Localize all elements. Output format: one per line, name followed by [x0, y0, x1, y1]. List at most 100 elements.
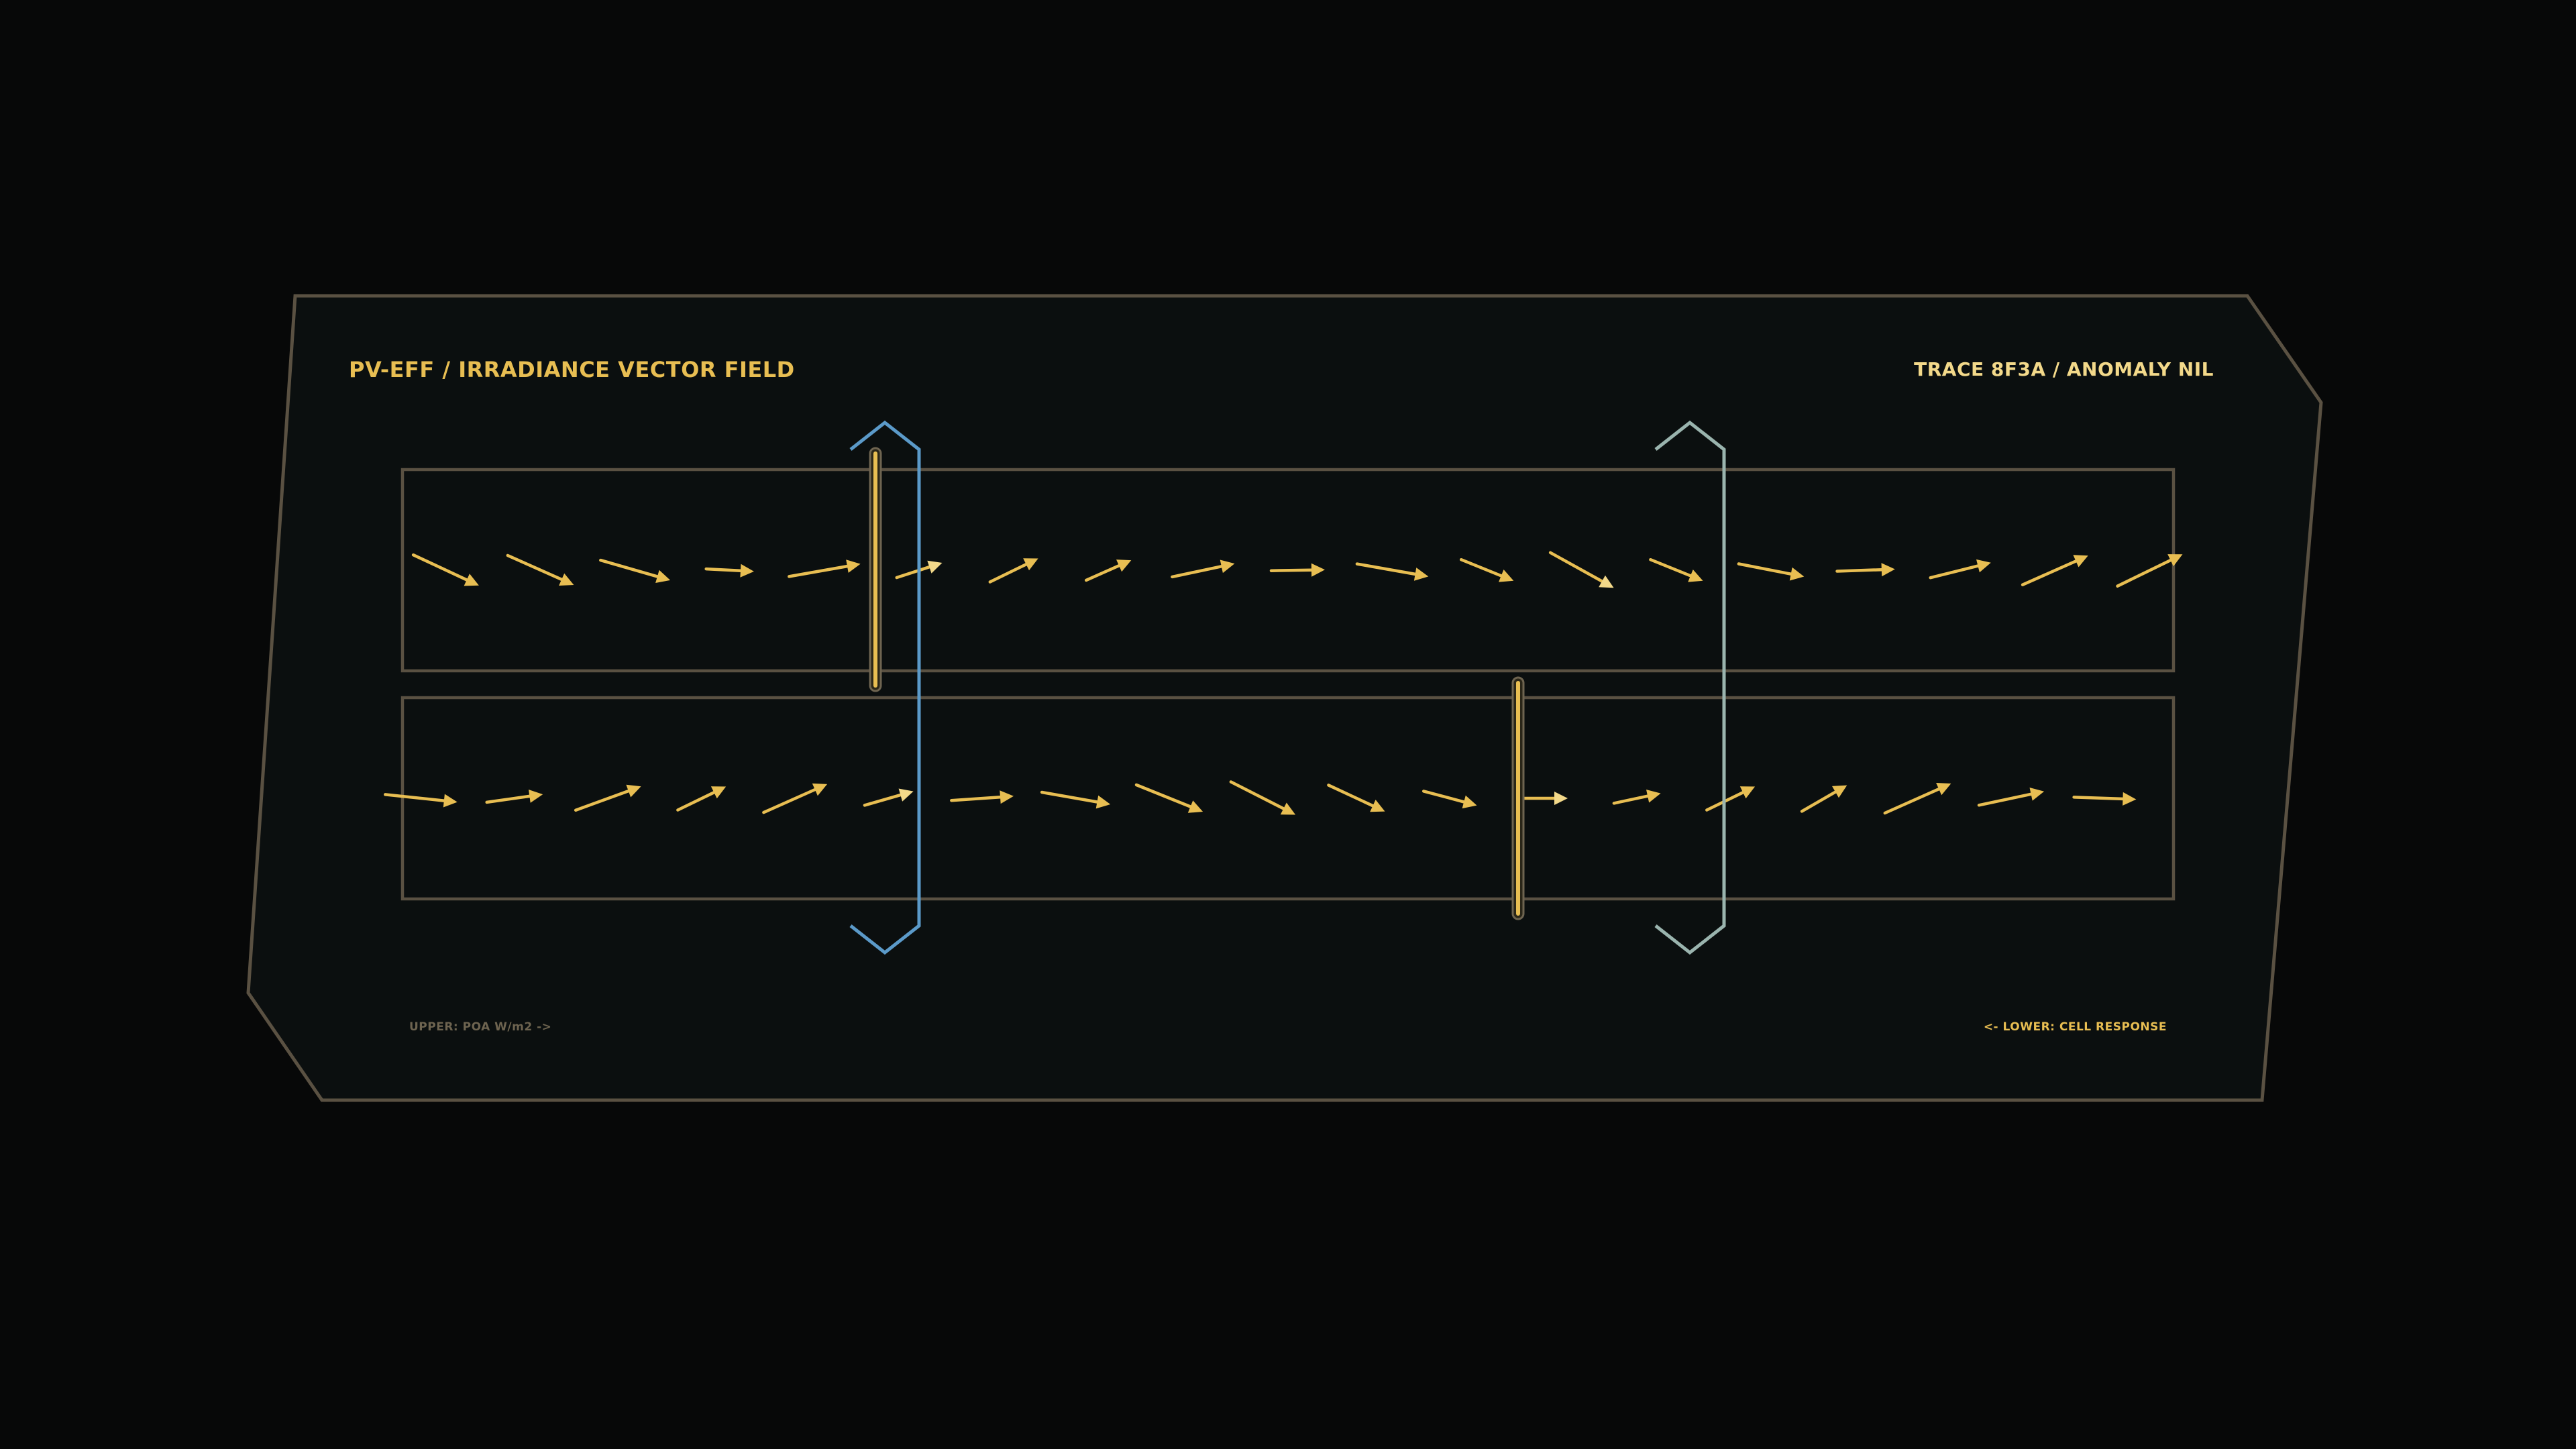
- lower-vector-shaft: [762, 788, 817, 814]
- lower-vector-head: [1739, 786, 1756, 799]
- upper-vector-arrow: [1269, 563, 1325, 577]
- lower-field-note: <- LOWER: CELL RESPONSE: [1983, 1020, 2167, 1034]
- lower-vector-arrow: [574, 784, 641, 812]
- upper-vector-head: [2167, 554, 2183, 567]
- upper-vector-head: [464, 574, 479, 586]
- upper-vector-shaft: [2116, 558, 2172, 588]
- lower-vector-head: [898, 788, 914, 802]
- lower-vector-arrow: [1883, 783, 1951, 815]
- lower-vector-arrow: [485, 790, 543, 804]
- upper-vector-shaft: [599, 558, 659, 578]
- lower-vector-shaft: [2072, 796, 2125, 801]
- upper-vector-arrow: [1929, 559, 1991, 580]
- upper-vector-arrow: [2116, 554, 2183, 588]
- upper-vector-arrow: [599, 558, 671, 583]
- cursor-lower: [1511, 676, 1525, 920]
- upper-vector-arrow: [788, 559, 861, 578]
- upper-vector-head: [1881, 563, 1895, 577]
- upper-vector-head: [1976, 559, 1991, 573]
- lower-vector-head: [812, 783, 828, 796]
- upper-vector-arrow: [1649, 557, 1703, 582]
- lower-vector-arrow: [1977, 788, 2045, 807]
- upper-vector-shaft: [1459, 557, 1503, 578]
- lower-vector-head: [1370, 800, 1385, 812]
- lower-vector-arrow: [1134, 783, 1203, 813]
- lower-vector-head: [710, 786, 727, 799]
- lower-vector-shaft: [1134, 783, 1192, 808]
- lower-vector-arrow: [762, 783, 828, 814]
- lower-vector-shaft: [1977, 792, 2033, 807]
- upper-vector-head: [1220, 559, 1235, 574]
- upper-vector-shaft: [506, 553, 564, 582]
- bracket-right-outline: [1654, 420, 1726, 955]
- upper-vector-shaft: [1548, 551, 1604, 583]
- upper-vector-head: [1599, 575, 1614, 588]
- lower-vector-head: [529, 790, 543, 803]
- lower-vector-head: [1000, 790, 1014, 804]
- lower-vector-arrow: [1612, 790, 1661, 805]
- lower-vector-head: [2123, 792, 2137, 806]
- lower-vector-shaft: [485, 794, 531, 804]
- lower-vector-head: [1646, 790, 1661, 803]
- lower-vector-head: [1095, 795, 1111, 809]
- upper-vector-arrow: [1084, 559, 1132, 582]
- upper-vector-shaft: [1649, 557, 1693, 578]
- lower-vector-head: [1554, 792, 1568, 805]
- upper-vector-arrow: [2021, 555, 2088, 586]
- upper-field-frame: [400, 468, 2176, 673]
- upper-vector-shaft: [411, 553, 469, 582]
- lower-vector-head: [1280, 802, 1296, 815]
- upper-vector-arrow: [1737, 562, 1805, 581]
- markers-layer: [869, 447, 1525, 920]
- upper-vector-arrow: [1548, 551, 1614, 588]
- lower-vector-arrow: [950, 790, 1014, 804]
- lower-vector-head: [1462, 795, 1477, 809]
- panel-title: PV-EFF / IRRADIANCE VECTOR FIELD: [349, 357, 795, 382]
- upper-vector-shaft: [1269, 568, 1313, 572]
- upper-vector-shaft: [704, 567, 743, 573]
- lower-vector-shaft: [863, 793, 902, 807]
- upper-vector-head: [2073, 555, 2088, 568]
- upper-vector-arrow: [895, 560, 943, 580]
- brackets-layer: [849, 420, 1726, 955]
- upper-vector-head: [1499, 570, 1514, 582]
- upper-vector-head: [1688, 570, 1703, 582]
- lower-vector-shaft: [574, 789, 631, 812]
- lower-vector-shaft: [1883, 787, 1941, 815]
- upper-vector-shaft: [1835, 568, 1884, 573]
- lower-vector-arrow: [1229, 780, 1296, 815]
- cursor-upper: [869, 447, 882, 692]
- lower-vector-arrow: [676, 786, 727, 812]
- lower-vector-head: [1187, 800, 1203, 813]
- lower-vector-shaft: [1327, 784, 1375, 808]
- upper-vector-arrow: [1835, 563, 1895, 577]
- lower-vector-arrow: [384, 793, 458, 808]
- upper-vector-arrow: [411, 553, 479, 586]
- bracket-left: [849, 420, 921, 955]
- lower-vector-head: [1832, 785, 1847, 798]
- bracket-right: [1654, 420, 1726, 955]
- bracket-left-outline: [849, 420, 921, 955]
- upper-vector-head: [927, 560, 943, 574]
- upper-vector-shaft: [1171, 565, 1224, 579]
- lower-vector-shaft: [384, 793, 446, 802]
- upper-vector-arrow: [704, 564, 754, 578]
- lower-vector-shaft: [1800, 790, 1837, 813]
- lower-vector-head: [443, 794, 458, 808]
- lower-vector-head: [2029, 788, 2045, 801]
- upper-vector-head: [1789, 567, 1805, 581]
- lower-vector-head: [626, 784, 641, 798]
- upper-vector-head: [1311, 563, 1325, 577]
- lower-vector-shaft: [676, 791, 716, 812]
- lower-vector-shaft: [950, 795, 1002, 802]
- upper-vector-head: [1116, 559, 1132, 572]
- upper-vector-shaft: [895, 565, 931, 580]
- lower-vector-arrow: [1518, 792, 1568, 805]
- upper-vector-arrow: [1171, 559, 1235, 579]
- lower-vector-arrow: [1327, 784, 1385, 812]
- upper-vector-arrow: [1459, 557, 1514, 582]
- upper-vector-head: [740, 564, 754, 578]
- upper-vector-arrow: [506, 553, 574, 586]
- upper-vector-head: [846, 559, 861, 573]
